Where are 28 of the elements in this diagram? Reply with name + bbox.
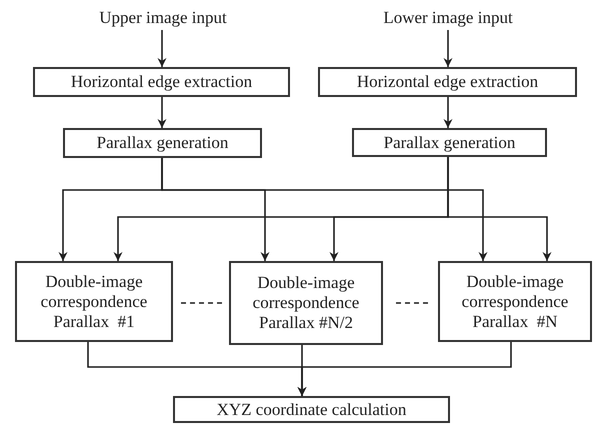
arrow <box>444 30 452 67</box>
box-text: Horizontal edge extraction <box>70 72 252 92</box>
box-text: Parallax #1 <box>53 312 135 332</box>
process-box <box>15 261 173 342</box>
arrow <box>161 158 488 261</box>
box-text: Double-image correspondence <box>460 272 570 312</box>
input-label: Upper image input <box>99 8 227 28</box>
arrow <box>444 97 452 128</box>
box-text: Double-image correspondence <box>40 272 148 312</box>
arrow <box>158 97 166 128</box>
arrow <box>447 157 552 261</box>
process-box <box>33 67 290 97</box>
box-text: Horizontal edge extraction <box>356 72 538 92</box>
box-text: Parallax generation <box>384 132 516 152</box>
input-label: Lower image input <box>383 8 513 28</box>
box-text: Parallax generation <box>96 133 228 153</box>
process-box <box>63 128 262 158</box>
box-text: Parallax #N/2 <box>259 313 353 333</box>
box-text: XYZ coordinate calculation <box>216 400 406 420</box>
process-box <box>352 128 547 157</box>
arrow <box>298 342 512 396</box>
process-box <box>438 261 592 342</box>
process-box <box>229 261 383 345</box>
process-box <box>173 396 450 423</box>
box-text: Parallax #N <box>472 312 558 332</box>
arrow <box>158 30 166 67</box>
box-text: Double-image correspondence <box>252 273 360 313</box>
process-box <box>318 67 577 97</box>
